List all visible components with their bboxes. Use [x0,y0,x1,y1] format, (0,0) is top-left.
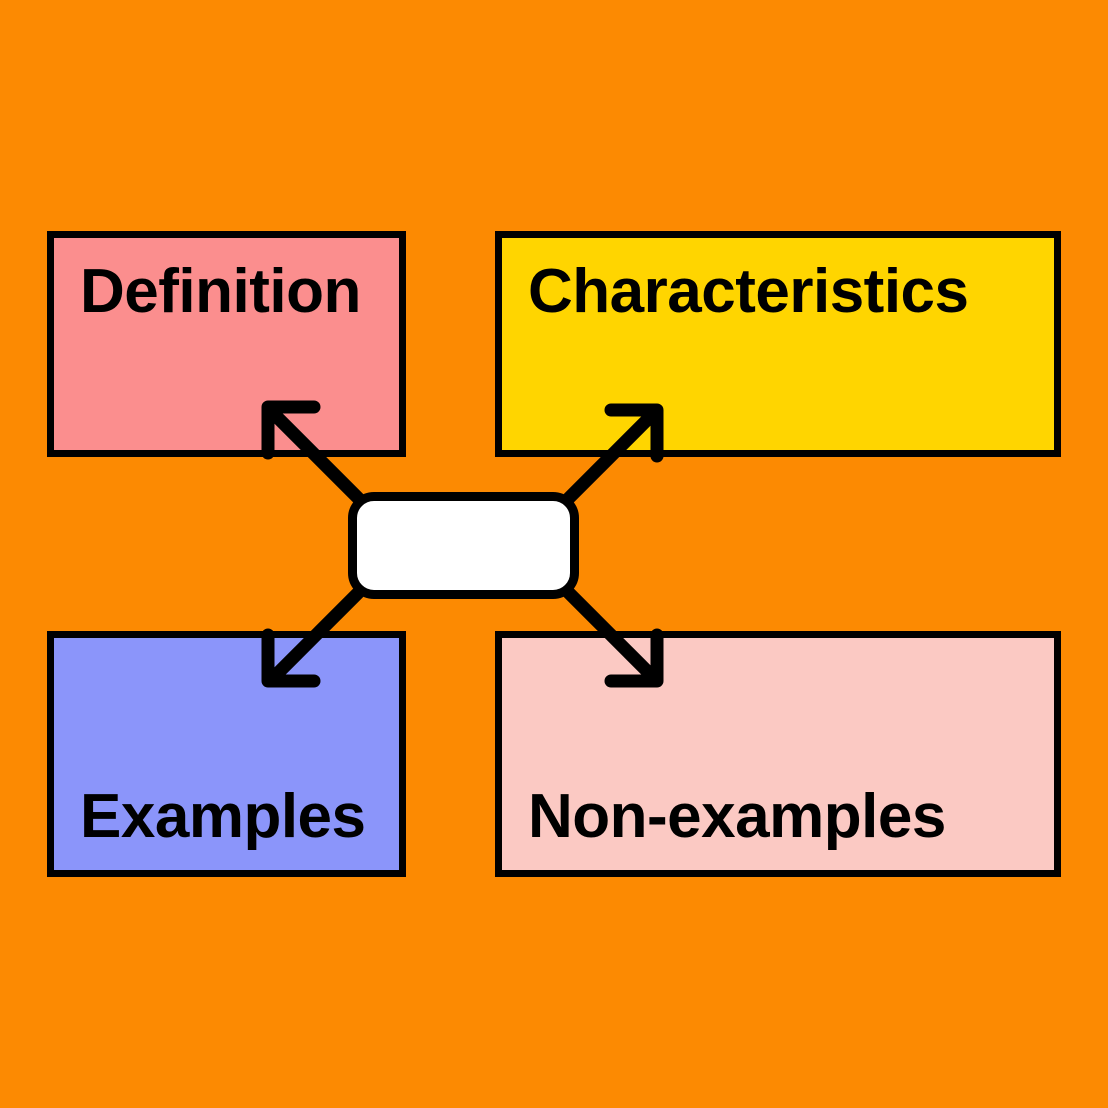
quadrant-characteristics[interactable]: Characteristics [495,231,1061,457]
quadrant-definition[interactable]: Definition [47,231,406,457]
quadrant-examples-label: Examples [80,781,366,851]
quadrant-definition-label: Definition [80,257,361,326]
quadrant-examples[interactable]: Examples [47,631,406,877]
quadrant-nonexamples[interactable]: Non-examples [495,631,1061,877]
quadrant-nonexamples-label: Non-examples [528,781,946,851]
quadrant-characteristics-label: Characteristics [528,257,969,326]
center-concept-node[interactable] [348,492,579,599]
